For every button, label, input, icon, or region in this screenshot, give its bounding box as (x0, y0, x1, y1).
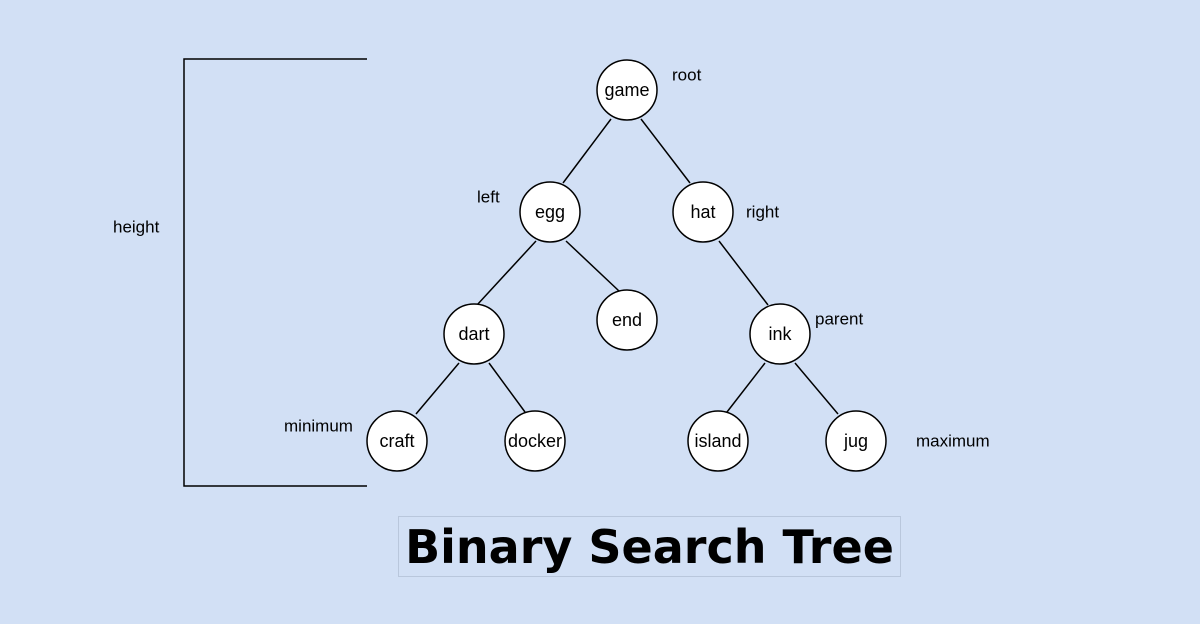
annotation-left: left (477, 187, 500, 206)
annotation-root: root (672, 65, 702, 84)
tree-node-game: game (596, 59, 658, 121)
tree-node-dart: dart (443, 303, 505, 365)
edge-ink-island (726, 362, 766, 413)
edge-hat-ink (718, 240, 769, 306)
diagram-title: Binary Search Tree (405, 519, 894, 574)
edge-dart-docker (488, 362, 526, 413)
title-box: Binary Search Tree (398, 516, 901, 577)
node-label-island: island (694, 431, 741, 451)
edge-ink-jug (794, 362, 839, 415)
edge-egg-end (565, 240, 620, 292)
edge-egg-dart (476, 240, 537, 306)
annotation-maximum: maximum (916, 431, 990, 450)
height-bracket (183, 58, 367, 487)
node-label-dart: dart (458, 324, 489, 344)
node-label-craft: craft (379, 431, 414, 451)
tree-node-jug: jug (825, 410, 887, 472)
tree-node-island: island (687, 410, 749, 472)
node-label-docker: docker (508, 431, 562, 451)
node-label-ink: ink (768, 324, 792, 344)
tree-node-hat: hat (672, 181, 734, 243)
annotation-parent: parent (815, 309, 863, 328)
edge-game-egg (562, 118, 612, 184)
edge-game-hat (640, 118, 691, 184)
annotation-right: right (746, 202, 779, 221)
tree-node-ink: ink (749, 303, 811, 365)
node-label-jug: jug (843, 431, 868, 451)
node-label-hat: hat (690, 202, 715, 222)
tree-node-end: end (596, 289, 658, 351)
node-label-end: end (612, 310, 642, 330)
tree-node-craft: craft (366, 410, 428, 472)
node-label-game: game (604, 80, 649, 100)
edge-dart-craft (415, 362, 460, 415)
node-label-egg: egg (535, 202, 565, 222)
tree-node-docker: docker (504, 410, 566, 472)
tree-node-egg: egg (519, 181, 581, 243)
annotation-minimum: minimum (284, 416, 353, 435)
annotation-height: height (113, 217, 160, 236)
